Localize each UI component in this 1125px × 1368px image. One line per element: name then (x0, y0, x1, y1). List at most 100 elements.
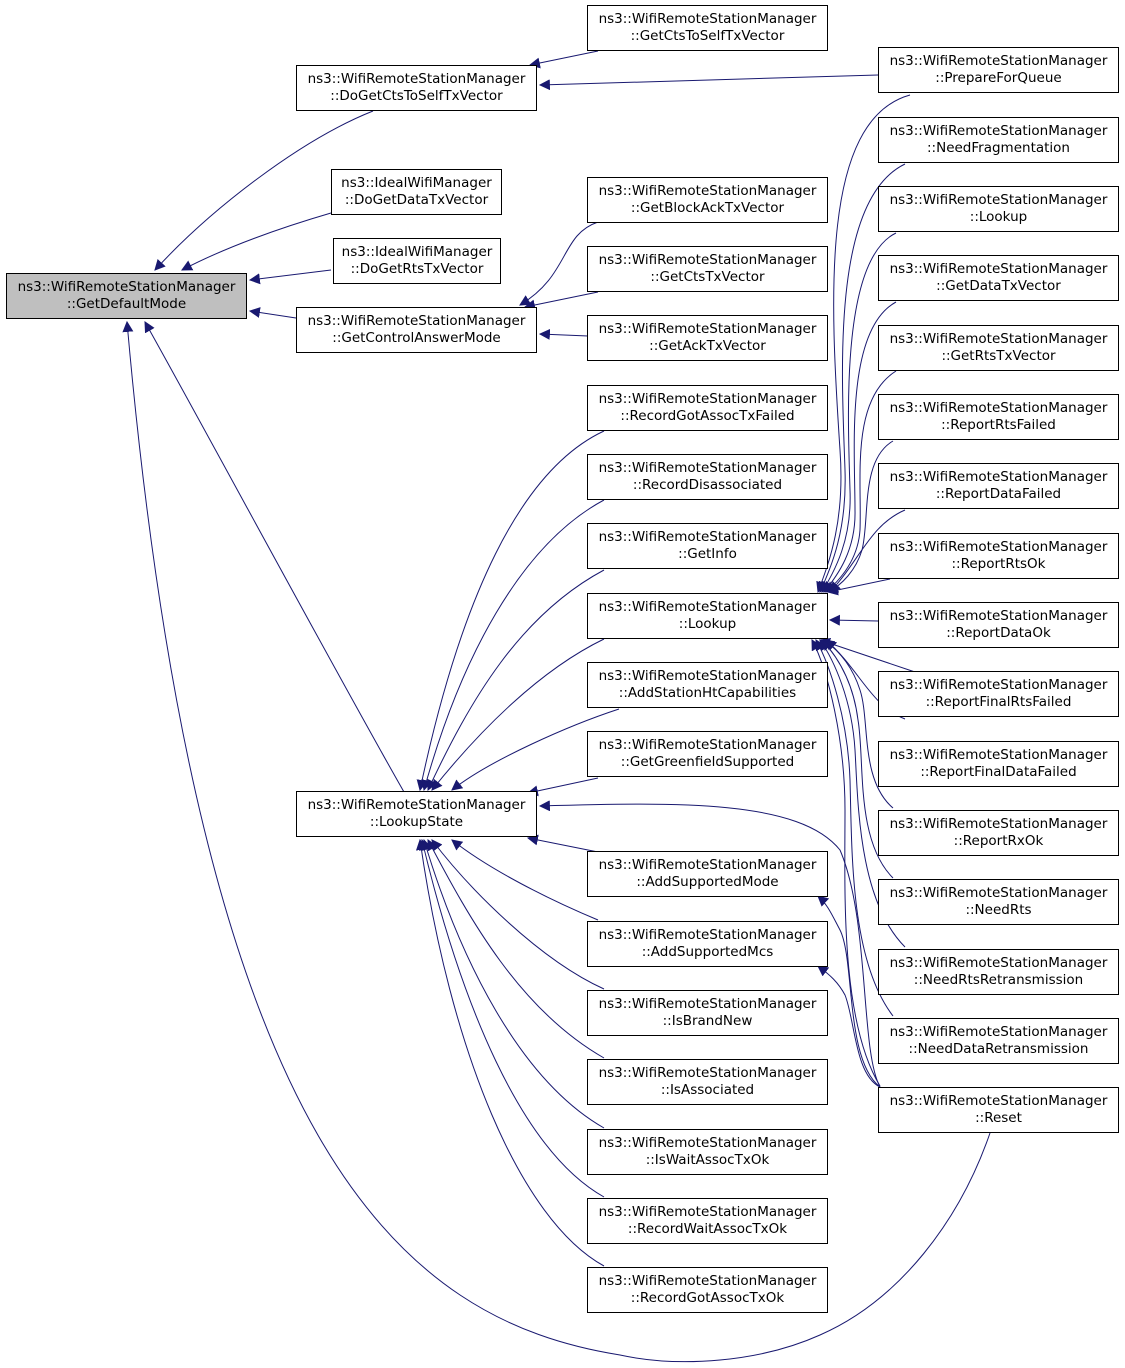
node-reportdataok[interactable]: ns3::WifiRemoteStationManager ::ReportDa… (878, 602, 1119, 648)
node-prepareforqueue[interactable]: ns3::WifiRemoteStationManager ::PrepareF… (878, 47, 1119, 93)
node-needfragmentation[interactable]: ns3::WifiRemoteStationManager ::NeedFrag… (878, 117, 1119, 163)
node-reportrtsok[interactable]: ns3::WifiRemoteStationManager ::ReportRt… (878, 533, 1119, 579)
node-needrtsretransmission-line1: ns3::WifiRemoteStationManager (889, 955, 1108, 971)
node-isassociated-line1: ns3::WifiRemoteStationManager (598, 1065, 817, 1081)
node-dogetctstoselftxvector[interactable]: ns3::WifiRemoteStationManager ::DoGetCts… (296, 65, 537, 111)
node-iswaitassoctxok[interactable]: ns3::WifiRemoteStationManager ::IsWaitAs… (587, 1129, 828, 1175)
node-lookupstate-line2: ::LookupState (369, 814, 464, 830)
node-getctstxvector[interactable]: ns3::WifiRemoteStationManager ::GetCtsTx… (587, 246, 828, 292)
node-getdatatxvector[interactable]: ns3::WifiRemoteStationManager ::GetDataT… (878, 255, 1119, 301)
node-reportfinaldatafailed[interactable]: ns3::WifiRemoteStationManager ::ReportFi… (878, 741, 1119, 787)
node-reportrtsfailed-line2: ::ReportRtsFailed (941, 417, 1056, 433)
node-getdatatxvector-line2: ::GetDataTxVector (936, 278, 1061, 294)
node-reportrxok-line2: ::ReportRxOk (953, 833, 1044, 849)
node-getrtstxvector-line1: ns3::WifiRemoteStationManager (889, 331, 1108, 347)
node-addsupportedmcs[interactable]: ns3::WifiRemoteStationManager ::AddSuppo… (587, 921, 828, 967)
edge-asm-to-lks (526, 834, 599, 853)
node-getgreenfieldsupported[interactable]: ns3::WifiRemoteStationManager ::GetGreen… (587, 731, 828, 777)
node-lookup[interactable]: ns3::WifiRemoteStationManager ::Lookup (587, 593, 828, 639)
edge-rgat-to-lks (415, 838, 605, 1267)
node-addstationhtcapabilities-line2: ::AddStationHtCapabilities (618, 685, 797, 701)
node-prepareforqueue-line2: ::PrepareForQueue (935, 70, 1062, 86)
node-getctstxvector-line1: ns3::WifiRemoteStationManager (598, 252, 817, 268)
edge-rst-to-lk (811, 639, 881, 1087)
node-reportrtsfailed[interactable]: ns3::WifiRemoteStationManager ::ReportRt… (878, 394, 1119, 440)
edge-nrr-to-lk (819, 639, 906, 948)
node-needrtsretransmission[interactable]: ns3::WifiRemoteStationManager ::NeedRtsR… (878, 949, 1119, 995)
node-getinfo-line1: ns3::WifiRemoteStationManager (598, 529, 817, 545)
edge-rrx-to-lk (823, 639, 894, 809)
edge-gctss-to-dgcts (528, 50, 599, 69)
node-isbrandnew-line2: ::IsBrandNew (662, 1013, 753, 1029)
node-reportdatafailed-line2: ::ReportDataFailed (935, 486, 1062, 502)
node-reportfinalrtsfailed[interactable]: ns3::WifiRemoteStationManager ::ReportFi… (878, 671, 1119, 717)
node-getacktxvector-line1: ns3::WifiRemoteStationManager (598, 321, 817, 337)
node-getctstoselftxvector-line2: ::GetCtsToSelfTxVector (630, 28, 785, 44)
node-lookupstate[interactable]: ns3::WifiRemoteStationManager ::LookupSt… (296, 791, 537, 837)
node-getcontrolanswermode-line2: ::GetControlAnswerMode (332, 330, 501, 346)
node-getinfo-line2: ::GetInfo (678, 546, 737, 562)
node-getblockacktxvector-line2: ::GetBlockAckTxVector (630, 200, 785, 216)
edge-asht-to-lks (451, 708, 620, 791)
edge-gback-to-gcam (519, 221, 599, 306)
edge-lk-to-lks (431, 638, 605, 791)
edge-asmcs-to-lks (451, 839, 599, 921)
node-lookup-caller[interactable]: ns3::WifiRemoteStationManager ::Lookup (878, 186, 1119, 232)
node-getrtstxvector-line2: ::GetRtsTxVector (941, 348, 1056, 364)
edge-lk2-to-lk (821, 232, 897, 593)
node-addstationhtcapabilities-line1: ns3::WifiRemoteStationManager (598, 668, 817, 684)
node-recorddisassociated[interactable]: ns3::WifiRemoteStationManager ::RecordDi… (587, 454, 828, 500)
node-addsupportedmode-line2: ::AddSupportedMode (636, 874, 779, 890)
edge-pfq-to-lk (816, 94, 911, 594)
edge-rrf-to-lk (827, 440, 894, 593)
node-needdataretransmission-line2: ::NeedDataRetransmission (908, 1041, 1089, 1057)
node-reportfinalrtsfailed-line1: ns3::WifiRemoteStationManager (889, 677, 1108, 693)
node-lookup-caller-line2: ::Lookup (969, 209, 1028, 225)
node-reportrxok-line1: ns3::WifiRemoteStationManager (889, 816, 1108, 832)
node-iswaitassoctxok-line1: ns3::WifiRemoteStationManager (598, 1135, 817, 1151)
edge-gdtx-to-lk (823, 301, 897, 593)
node-reportrxok[interactable]: ns3::WifiRemoteStationManager ::ReportRx… (878, 810, 1119, 856)
node-getdefaultmode-line2: ::GetDefaultMode (66, 296, 187, 312)
node-iswaitassoctxok-line2: ::IsWaitAssocTxOk (645, 1152, 770, 1168)
node-addsupportedmode[interactable]: ns3::WifiRemoteStationManager ::AddSuppo… (587, 851, 828, 897)
node-isbrandnew-line1: ns3::WifiRemoteStationManager (598, 996, 817, 1012)
node-recordgotassoctxfailed[interactable]: ns3::WifiRemoteStationManager ::RecordGo… (587, 385, 828, 431)
node-isassociated-line2: ::IsAssociated (660, 1082, 755, 1098)
node-reset[interactable]: ns3::WifiRemoteStationManager ::Reset (878, 1087, 1119, 1133)
node-needfragmentation-line2: ::NeedFragmentation (927, 140, 1070, 156)
node-needrts[interactable]: ns3::WifiRemoteStationManager ::NeedRts (878, 879, 1119, 925)
edge-rst-to-lks (538, 800, 881, 1088)
node-reportdataok-line1: ns3::WifiRemoteStationManager (889, 608, 1108, 624)
node-getcontrolanswermode[interactable]: ns3::WifiRemoteStationManager ::GetContr… (296, 307, 537, 353)
edge-rgatf-to-lks (416, 430, 605, 792)
edge-ibn-to-lks (431, 839, 605, 990)
node-getinfo[interactable]: ns3::WifiRemoteStationManager ::GetInfo (587, 523, 828, 569)
node-getacktxvector[interactable]: ns3::WifiRemoteStationManager ::GetAckTx… (587, 315, 828, 361)
node-needdataretransmission[interactable]: ns3::WifiRemoteStationManager ::NeedData… (878, 1018, 1119, 1064)
node-recordwaitassoctxok[interactable]: ns3::WifiRemoteStationManager ::RecordWa… (587, 1198, 828, 1244)
node-reportdataok-line2: ::ReportDataOk (946, 625, 1051, 641)
node-getgreenfieldsupported-line1: ns3::WifiRemoteStationManager (598, 737, 817, 753)
node-recordgotassoctxok[interactable]: ns3::WifiRemoteStationManager ::RecordGo… (587, 1267, 828, 1313)
node-prepareforqueue-line1: ns3::WifiRemoteStationManager (889, 53, 1108, 69)
edge-lks-to-root (144, 321, 405, 793)
node-ideal-dogetrtstxvector[interactable]: ns3::IdealWifiManager ::DoGetRtsTxVector (333, 238, 501, 284)
node-ideal-dogetdatatxvector[interactable]: ns3::IdealWifiManager ::DoGetDataTxVecto… (331, 169, 502, 215)
node-getrtstxvector[interactable]: ns3::WifiRemoteStationManager ::GetRtsTx… (878, 325, 1119, 371)
node-recordgotassoctxfailed-line2: ::RecordGotAssocTxFailed (620, 408, 795, 424)
node-isbrandnew[interactable]: ns3::WifiRemoteStationManager ::IsBrandN… (587, 990, 828, 1036)
node-isassociated[interactable]: ns3::WifiRemoteStationManager ::IsAssoci… (587, 1059, 828, 1105)
edge-ggf-to-lks (526, 777, 599, 797)
edge-dgcts-to-root (154, 110, 374, 271)
node-addstationhtcapabilities[interactable]: ns3::WifiRemoteStationManager ::AddStati… (587, 662, 828, 708)
node-getblockacktxvector[interactable]: ns3::WifiRemoteStationManager ::GetBlock… (587, 177, 828, 223)
node-addsupportedmcs-line1: ns3::WifiRemoteStationManager (598, 927, 817, 943)
node-getcontrolanswermode-line1: ns3::WifiRemoteStationManager (307, 313, 526, 329)
node-getctstoselftxvector[interactable]: ns3::WifiRemoteStationManager ::GetCtsTo… (587, 5, 828, 51)
node-getdefaultmode[interactable]: ns3::WifiRemoteStationManager ::GetDefau… (6, 273, 247, 319)
node-reportdatafailed[interactable]: ns3::WifiRemoteStationManager ::ReportDa… (878, 463, 1119, 509)
edge-rst-to-asm (817, 895, 881, 1088)
edge-rst-to-asmcs (817, 965, 881, 1088)
